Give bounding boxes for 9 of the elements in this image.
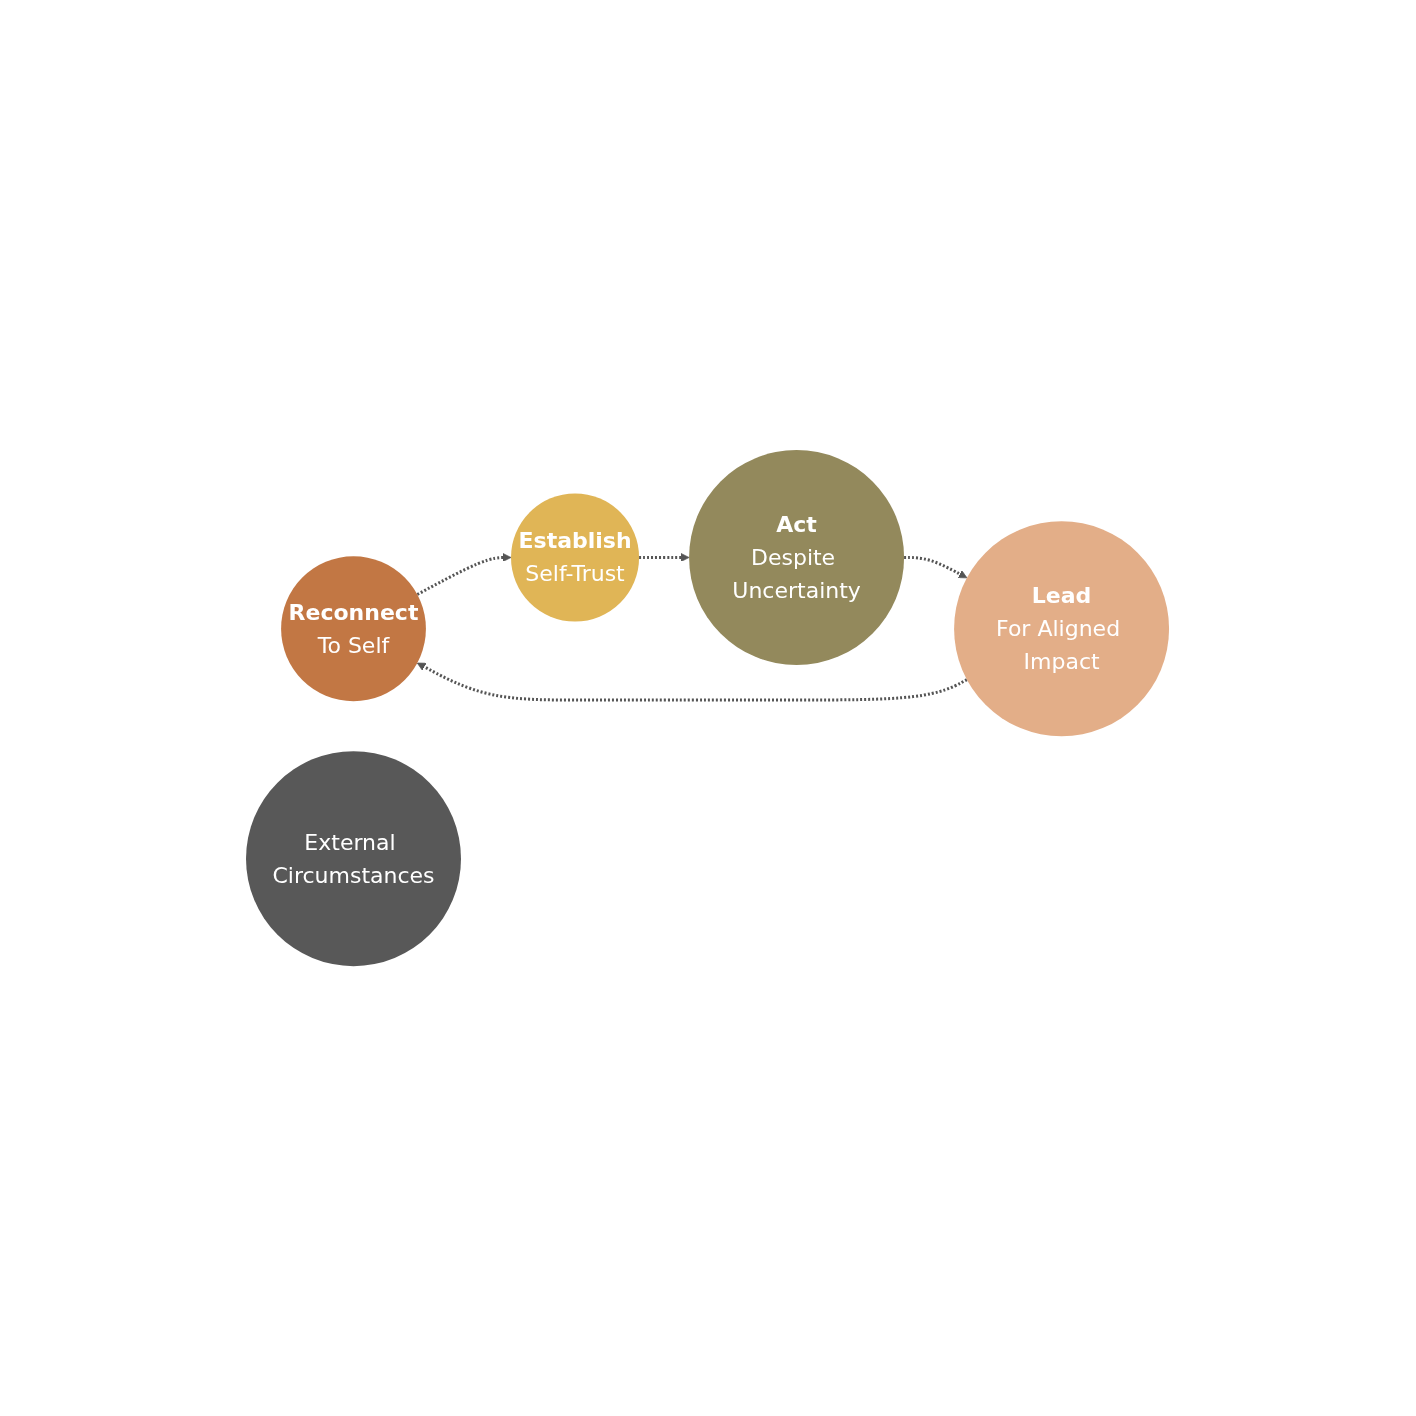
node-circle: External Circumstances: [246, 751, 462, 967]
arrow: [417, 662, 969, 702]
node-circle: Reconnect To Self: [281, 556, 427, 702]
node-circle: Establish Self-Trust: [511, 493, 640, 622]
node-circle: Act Despite Uncertainty: [689, 449, 905, 665]
node-circle: Lead For Aligned Impact: [954, 521, 1170, 737]
arrow: [417, 553, 512, 596]
arrow: [639, 553, 690, 562]
arrow: [904, 555, 968, 579]
